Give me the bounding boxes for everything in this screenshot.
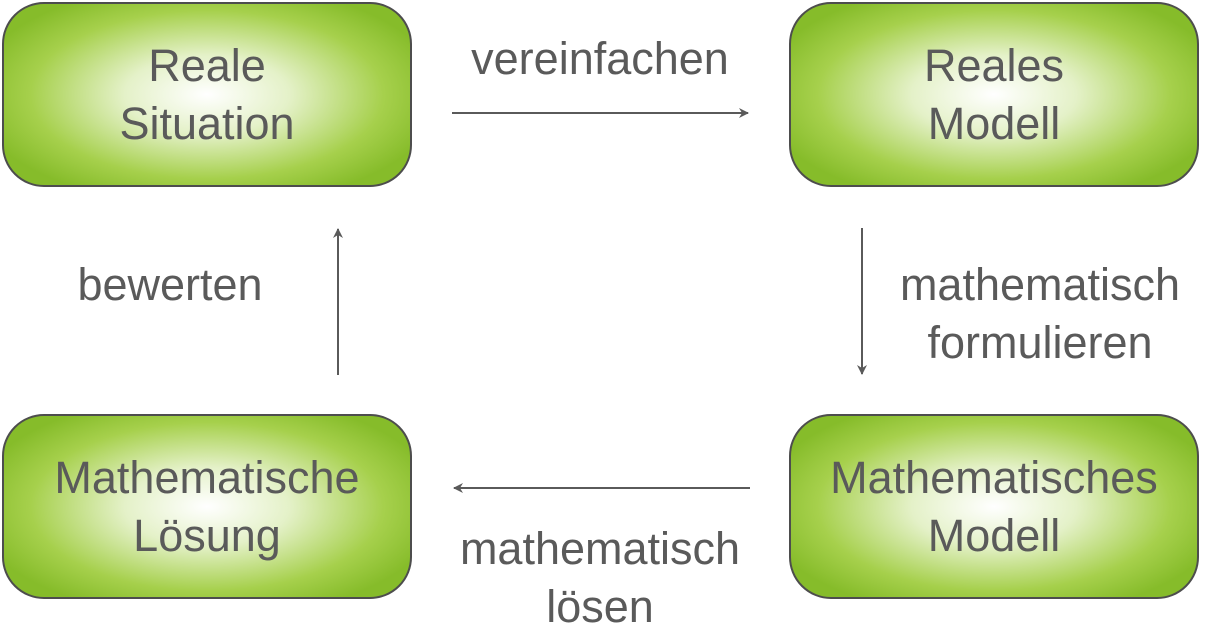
edge-label-mathematisch-loesen: mathematisch lösen	[430, 520, 770, 636]
node-label-line2: Lösung	[133, 509, 281, 561]
edge-label-line1: mathematisch	[459, 523, 741, 574]
node-label-line2: Modell	[927, 509, 1061, 561]
edge-label-line1: vereinfachen	[471, 33, 729, 84]
node-reale-situation: Reale Situation	[2, 2, 412, 187]
edge-label-line1: mathematisch	[899, 259, 1181, 310]
node-reales-modell: Reales Modell	[789, 2, 1199, 187]
edge-label-mathematisch-formulieren: mathematisch formulieren	[880, 256, 1200, 372]
node-label-line2: Modell	[927, 97, 1061, 149]
edge-label-line1: bewerten	[77, 259, 263, 310]
edge-label-line2: lösen	[546, 581, 654, 632]
edge-label-bewerten: bewerten	[40, 256, 300, 314]
node-label-line1: Mathematische	[54, 451, 360, 503]
edge-label-line2: formulieren	[927, 317, 1153, 368]
edge-label-vereinfachen: vereinfachen	[430, 30, 770, 88]
node-mathematische-loesung: Mathematische Lösung	[2, 414, 412, 599]
node-label-line1: Reales	[923, 39, 1065, 91]
node-label-line1: Mathematisches	[830, 451, 1158, 503]
node-label-line2: Situation	[119, 97, 295, 149]
node-mathematisches-modell: Mathematisches Modell	[789, 414, 1199, 599]
node-label-line1: Reale	[148, 39, 266, 91]
